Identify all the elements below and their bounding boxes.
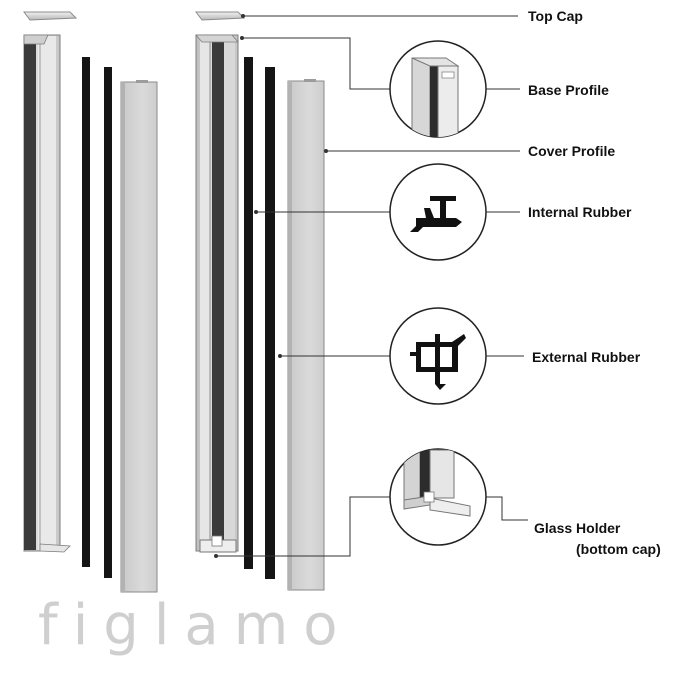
left-top-cap — [23, 11, 78, 21]
label-cover-profile: Cover Profile — [528, 143, 616, 159]
right-top-cap — [195, 11, 246, 21]
left-assembly — [23, 11, 158, 593]
detail-external-rubber — [389, 307, 487, 405]
brand-watermark: figlamo — [38, 593, 353, 658]
detail-internal-rubber — [389, 163, 487, 261]
glass-holder-bottom-cap — [199, 535, 237, 553]
leader-lines — [214, 14, 528, 558]
label-glass-holder: Glass Holder — [534, 520, 621, 536]
label-glass-holder-sub: (bottom cap) — [576, 541, 661, 557]
label-top-cap: Top Cap — [528, 8, 583, 24]
right-external-rubber — [265, 67, 275, 579]
left-base-profile — [23, 34, 71, 553]
right-assembly — [195, 11, 325, 591]
label-external-rubber: External Rubber — [532, 349, 641, 365]
right-cover-profile — [287, 79, 325, 591]
label-base-profile: Base Profile — [528, 82, 609, 98]
detail-glass-holder — [389, 448, 487, 546]
left-internal-rubber — [82, 57, 90, 567]
left-cover-profile — [120, 80, 158, 593]
left-external-rubber — [104, 67, 112, 578]
detail-base-profile — [389, 40, 487, 138]
label-internal-rubber: Internal Rubber — [528, 204, 632, 220]
right-base-profile — [195, 34, 239, 553]
right-internal-rubber — [244, 57, 253, 569]
